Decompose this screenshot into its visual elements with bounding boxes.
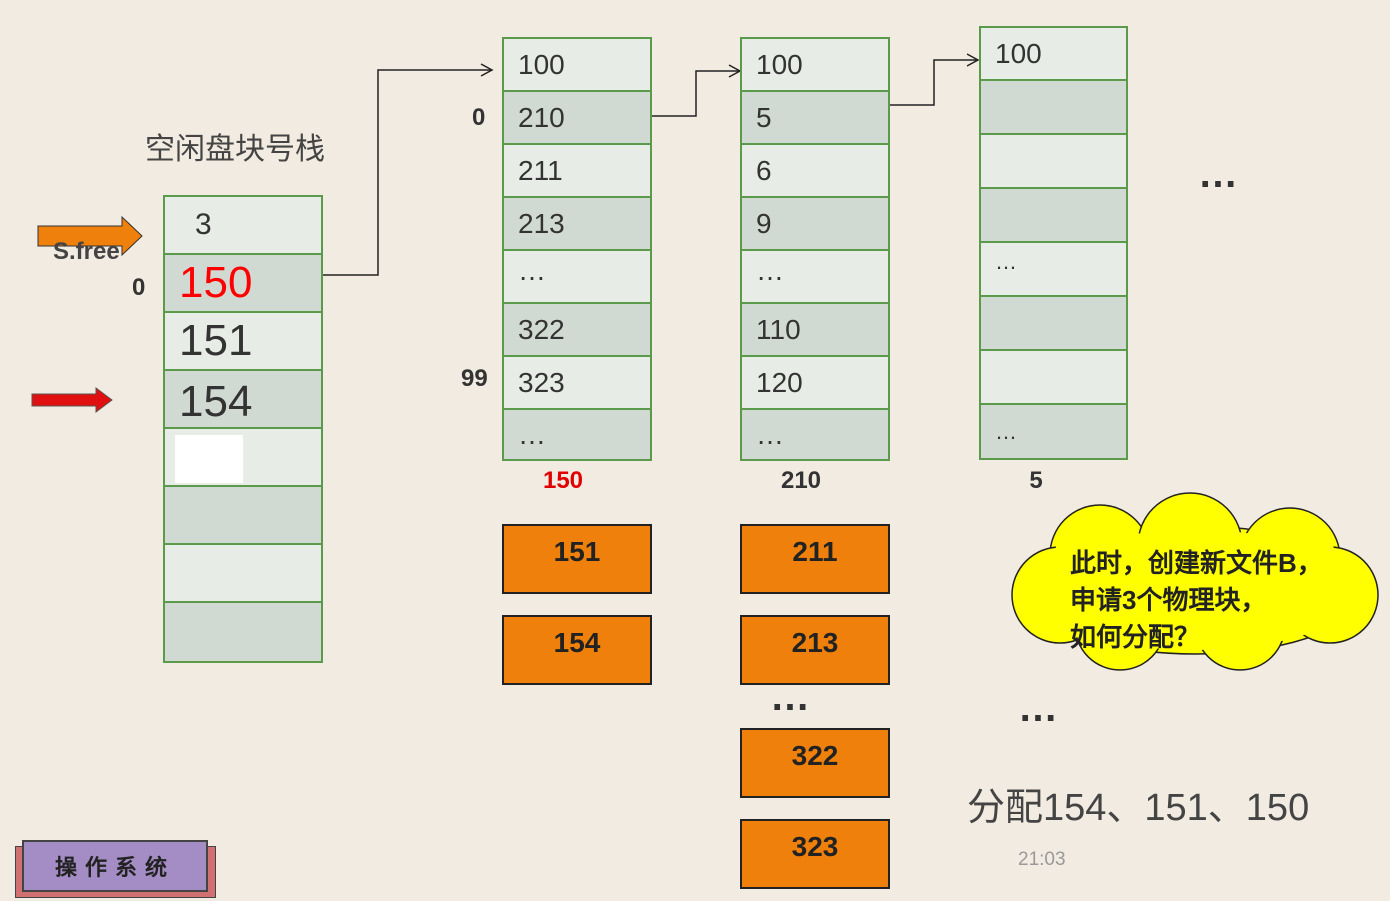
stack-value: 151 <box>179 316 253 365</box>
timestamp: 21:03 <box>1018 849 1066 870</box>
group1-index-top: 0 <box>472 104 486 131</box>
group1-index-bottom: 99 <box>461 365 488 392</box>
group1-cell: 322 <box>502 302 652 357</box>
stack-value-top: 150 <box>179 258 253 307</box>
footer-text: 操作系统 <box>54 855 175 881</box>
cell-value: … <box>518 418 546 450</box>
cell-value: 9 <box>756 207 772 239</box>
callout-text: 此时，创建新文件B， 申请3个物理块， 如何分配？ <box>1070 545 1323 656</box>
group1-cell: 211 <box>502 143 652 198</box>
callout-line: 此时，创建新文件B， <box>1070 548 1323 578</box>
group2-cell: 100 <box>740 37 890 92</box>
group3-cell: … <box>979 403 1128 460</box>
group1-block-label: 150 <box>542 467 584 494</box>
cell-value: … <box>518 255 546 286</box>
cell-value: … <box>756 418 784 450</box>
allocated-block: 213 <box>740 615 890 685</box>
stack-count-cell: 3 <box>163 195 323 255</box>
current-pointer-arrow <box>31 387 113 413</box>
footer-os-label: 操作系统 <box>22 840 208 892</box>
group3-cell: … <box>979 241 1128 297</box>
more-blocks-ellipsis: … <box>1018 686 1062 730</box>
group3-cell <box>979 79 1128 135</box>
group2-cell: 9 <box>740 196 890 251</box>
link-210-to-group2 <box>652 64 742 117</box>
cell-value: … <box>995 418 1017 444</box>
sfree-pointer-arrow <box>37 215 143 257</box>
stack-cell <box>163 427 323 487</box>
white-patch <box>175 435 243 483</box>
stack-cell: 151 <box>163 311 323 371</box>
allocated-block: 322 <box>740 728 890 798</box>
group2-cell: 5 <box>740 90 890 145</box>
stack-title: 空闲盘块号栈 <box>145 132 325 167</box>
group3-cell <box>979 187 1128 243</box>
cell-value: 5 <box>756 101 772 133</box>
stack-cell <box>163 543 323 603</box>
callout-line: 申请3个物理块， <box>1070 585 1267 615</box>
group1-cell: … <box>502 408 652 461</box>
group1-cell: 100 <box>502 37 652 92</box>
stack-index-0: 0 <box>132 274 146 301</box>
cell-value: 210 <box>518 101 565 133</box>
group2-cell: … <box>740 408 890 461</box>
cell-value: 100 <box>995 37 1042 69</box>
group2-cell: 6 <box>740 143 890 198</box>
group1-cell: 323 <box>502 355 652 410</box>
sfree-label: S.free <box>53 238 120 265</box>
answer-text: 分配154、151、150 <box>967 787 1310 829</box>
group2-cell: 110 <box>740 302 890 357</box>
stack-cell: 154 <box>163 369 323 429</box>
group2-cell: … <box>740 249 890 304</box>
cell-value: 110 <box>756 313 801 345</box>
stack-count: 3 <box>195 208 212 241</box>
group2-block-label: 210 <box>780 467 822 494</box>
cell-value: 100 <box>518 48 565 80</box>
cell-value: … <box>995 249 1017 274</box>
more-groups-ellipsis: … <box>1198 152 1242 196</box>
group1-cell: 213 <box>502 196 652 251</box>
callout-cloud <box>1011 492 1379 671</box>
group1-cell: … <box>502 249 652 304</box>
group3-cell <box>979 133 1128 189</box>
callout-line: 如何分配？ <box>1070 622 1201 652</box>
cell-value: 120 <box>756 366 803 398</box>
group3-cell <box>979 349 1128 405</box>
cell-value: 322 <box>518 313 565 345</box>
cell-value: 323 <box>518 366 565 398</box>
stack-cell <box>163 601 323 663</box>
cell-value: 213 <box>518 207 565 239</box>
link-5-to-group3 <box>890 53 980 106</box>
group1-cell: 210 <box>502 90 652 145</box>
group3-block-label: 5 <box>1029 467 1043 494</box>
cell-value: 6 <box>756 154 772 186</box>
group2-ellipsis: … <box>770 675 814 719</box>
allocated-block: 151 <box>502 524 652 594</box>
group2-cell: 120 <box>740 355 890 410</box>
cell-value: 211 <box>518 154 563 186</box>
stack-value: 154 <box>179 377 253 426</box>
stack-cell: 150 <box>163 253 323 313</box>
allocated-block: 211 <box>740 524 890 594</box>
cell-value: 100 <box>756 48 803 80</box>
stack-cell <box>163 485 323 545</box>
group3-cell <box>979 295 1128 351</box>
cell-value: … <box>756 255 784 286</box>
allocated-block: 154 <box>502 615 652 685</box>
group3-cell: 100 <box>979 26 1128 81</box>
allocated-block: 323 <box>740 819 890 889</box>
